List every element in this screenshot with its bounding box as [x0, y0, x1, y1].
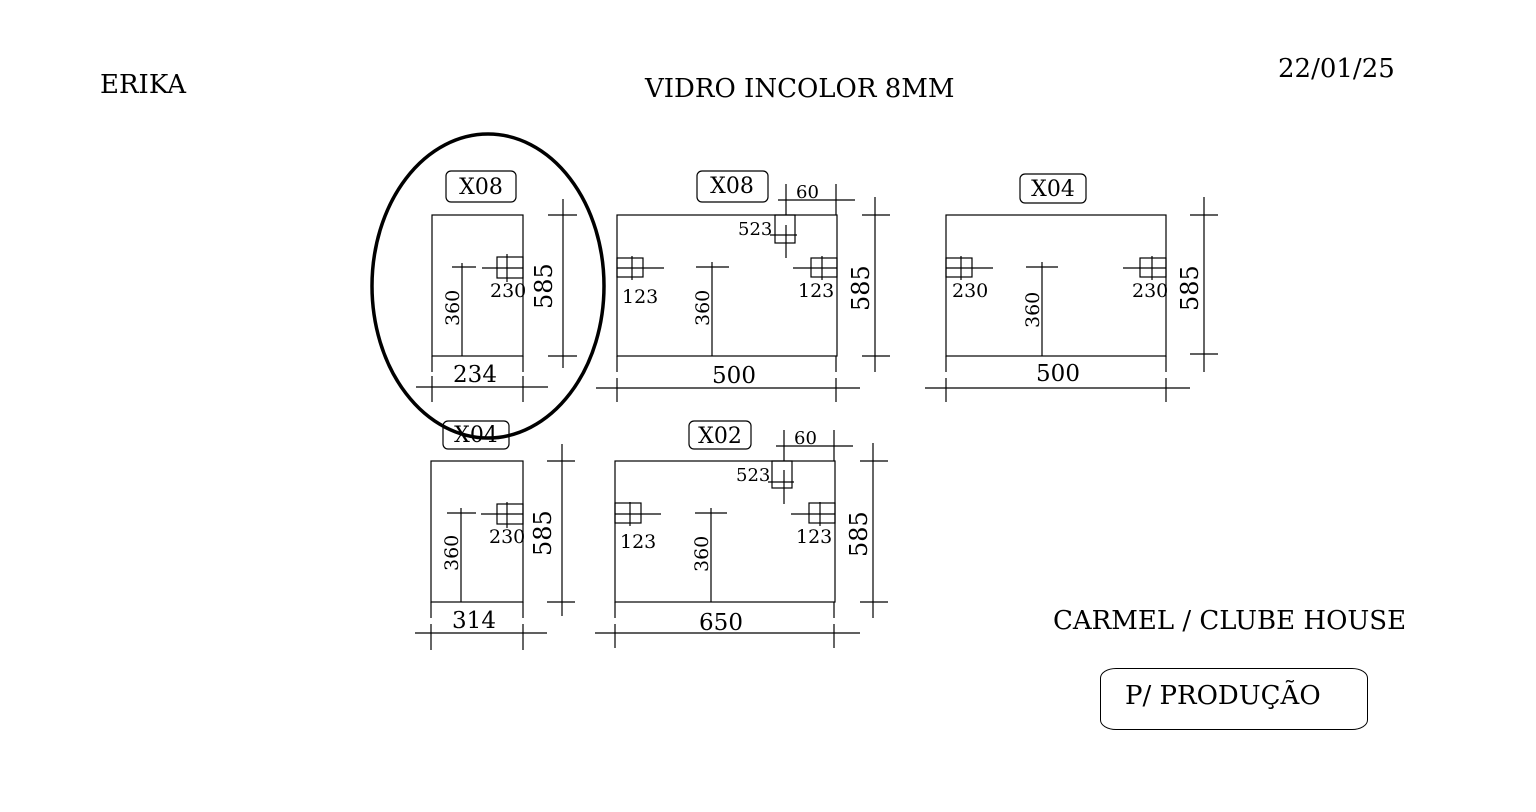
piece-1-quantity: X08 — [459, 175, 503, 200]
piece-3-hole-left-dim: 230 — [952, 280, 988, 302]
piece-2-qty-box — [696, 170, 769, 203]
piece-4 — [415, 420, 575, 650]
piece-4-hole-offset: 230 — [489, 526, 525, 548]
piece-5 — [595, 420, 888, 648]
piece-2-notch-width: 60 — [796, 182, 819, 203]
piece-5-quantity: X02 — [698, 424, 742, 449]
piece-4-quantity: X04 — [454, 423, 498, 448]
piece-3-hole-right-dim: 230 — [1132, 280, 1168, 302]
piece-5-hole-height: 360 — [691, 536, 713, 572]
piece-1 — [370, 132, 606, 440]
production-stamp: P/ PRODUÇÃO — [1100, 668, 1368, 730]
piece-2-hole-height: 360 — [692, 290, 714, 326]
piece-2-width: 500 — [712, 363, 756, 389]
piece-5-outline — [614, 460, 836, 603]
piece-2-outline — [616, 214, 838, 357]
piece-2-notch — [774, 214, 796, 244]
piece-1-width: 234 — [453, 362, 497, 388]
piece-5-notch-width: 60 — [794, 428, 817, 449]
piece-4-hole-height: 360 — [441, 535, 463, 571]
piece-2-hole-left-dim: 123 — [622, 286, 658, 308]
piece-2-quantity: X08 — [710, 174, 754, 199]
piece-4-outline — [430, 460, 524, 603]
piece-1-qty-box — [445, 170, 517, 203]
project-name: CARMEL / CLUBE HOUSE — [1053, 606, 1407, 636]
piece-3-width: 500 — [1036, 361, 1080, 387]
piece-5-hole-left-dim: 123 — [620, 531, 656, 553]
piece-2-hole-right-dim: 123 — [798, 280, 834, 302]
piece-4-width: 314 — [452, 608, 496, 634]
piece-5-height: 585 — [845, 511, 873, 557]
production-stamp-label: P/ PRODUÇÃO — [1125, 681, 1321, 711]
piece-5-width: 650 — [699, 610, 743, 636]
piece-1-outline — [431, 214, 524, 357]
piece-3-outline — [945, 214, 1167, 357]
piece-3-height: 585 — [1176, 265, 1204, 311]
highlight-circle — [370, 132, 606, 440]
piece-3-quantity: X04 — [1031, 177, 1075, 202]
piece-4-height: 585 — [529, 510, 557, 556]
piece-2-notch-position: 523 — [738, 219, 772, 240]
piece-1-height: 585 — [530, 263, 558, 309]
piece-2-height: 585 — [847, 265, 875, 311]
piece-2 — [596, 170, 890, 402]
piece-1-hole-offset: 230 — [490, 280, 526, 302]
piece-3 — [925, 173, 1218, 402]
piece-5-hole-left — [614, 502, 642, 524]
piece-5-notch-position: 523 — [736, 465, 770, 486]
piece-3-hole-height: 360 — [1022, 292, 1044, 328]
material-title: VIDRO INCOLOR 8MM — [645, 74, 955, 104]
client-name: ERIKA — [100, 70, 186, 100]
piece-3-qty-box — [1019, 173, 1087, 204]
piece-4-qty-box — [442, 420, 510, 450]
piece-5-qty-box — [688, 420, 752, 450]
date: 22/01/25 — [1278, 54, 1395, 84]
piece-1-hole-height: 360 — [442, 290, 464, 326]
piece-5-hole-right — [808, 502, 836, 524]
piece-5-hole-right-dim: 123 — [796, 526, 832, 548]
piece-5-notch — [771, 460, 793, 489]
